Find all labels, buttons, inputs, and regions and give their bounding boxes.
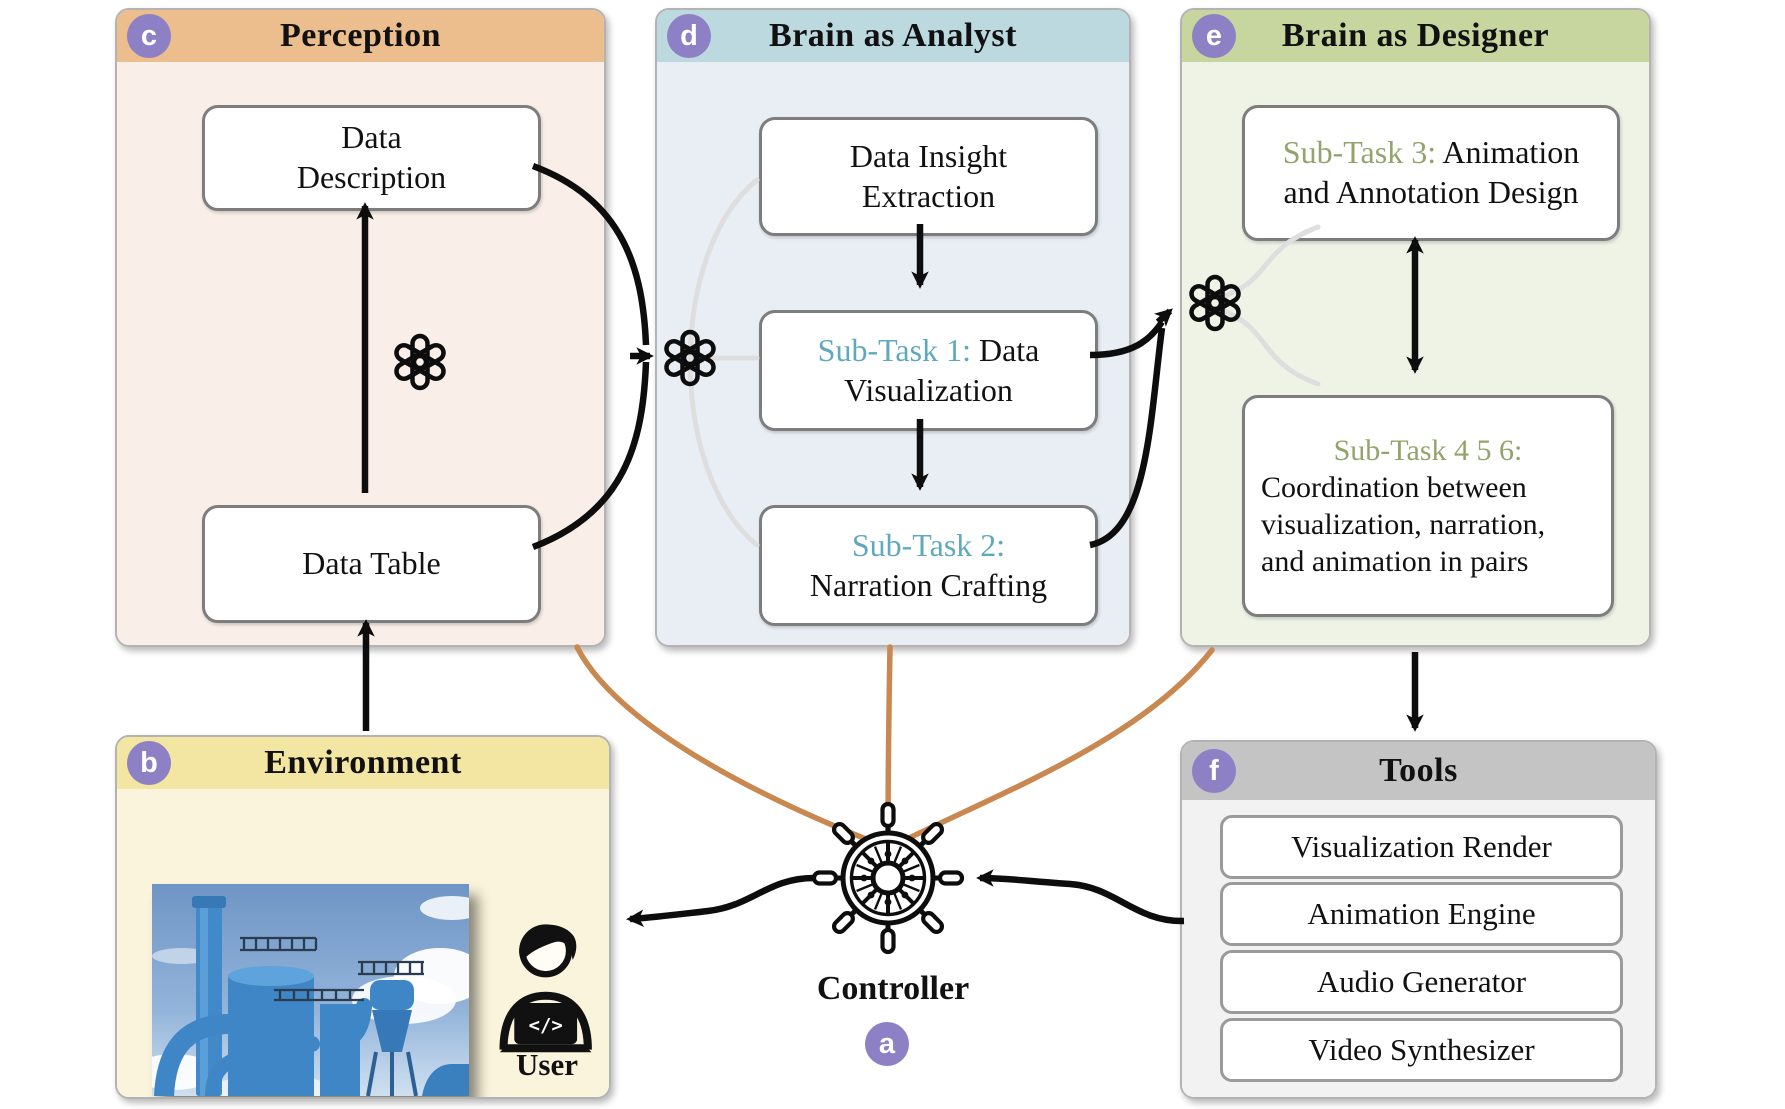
tools-header: f Tools <box>1182 742 1655 800</box>
flow-analyst-to-controller <box>885 644 893 850</box>
panel-tools: f Tools Visualization Render Animation E… <box>1180 740 1657 1099</box>
user-label: User <box>516 1047 578 1082</box>
ship-wheel-icon <box>814 804 962 952</box>
subtask2-line2: Narration Crafting <box>809 566 1048 603</box>
laptop-screen <box>514 1002 578 1045</box>
perception-body: Data Description Data Table <box>117 62 604 645</box>
laptop-base <box>499 1044 592 1053</box>
flow-designer-to-controller <box>892 647 1215 848</box>
subtask456-prefix: Sub-Task 4 5 6: <box>1333 433 1523 467</box>
perception-title: Perception <box>279 17 442 54</box>
scaffolding <box>240 936 424 1002</box>
subtask456-line3: visualization, narration, <box>1261 508 1546 541</box>
panel-brain-as-analyst: d Brain as Analyst Data Insight Extracti… <box>655 8 1131 647</box>
tool-video-synthesizer: Video Synthesizer <box>1220 1018 1623 1082</box>
insight-line2: Extraction <box>861 177 996 214</box>
shoulders <box>499 991 592 1050</box>
subtask2-prefix: Sub-Task 2: <box>851 526 1006 563</box>
subtask3-prefix: Sub-Task 3: <box>1282 134 1437 171</box>
data-table-box: Data Table <box>202 505 541 623</box>
subtask1-line1: Sub-Task 1: Data <box>818 331 1040 371</box>
subtask456-line4: and animation in pairs <box>1261 545 1529 579</box>
arrowhead-into-designer-llm <box>1154 308 1173 327</box>
environment-body: </> User <box>117 789 609 1097</box>
tools-title: Tools <box>1379 752 1458 789</box>
tools-body: Visualization Render Animation Engine Au… <box>1182 800 1655 1097</box>
environment-title: Environment <box>264 744 462 781</box>
controller-label: Controller <box>816 970 970 1007</box>
industrial-plant-photo <box>152 884 469 1096</box>
arrow-tools-to-controller <box>976 869 1185 925</box>
subtask1-prefix: Sub-Task 1: <box>817 331 971 368</box>
designer-title: Brain as Designer <box>1281 17 1550 54</box>
tool-visualization-render: Visualization Render <box>1220 815 1623 879</box>
data-insight-extraction-box: Data Insight Extraction <box>759 117 1098 236</box>
insight-line1: Data Insight <box>849 137 1008 174</box>
analyst-title: Brain as Analyst <box>769 17 1017 54</box>
arrow-controller-to-user <box>626 874 815 928</box>
analyst-body: Data Insight Extraction Sub-Task 1: Data… <box>657 62 1129 645</box>
data-description-box: Data Description <box>202 105 541 211</box>
tool-animation-engine: Animation Engine <box>1220 882 1623 946</box>
subtask456-coordination-box: Sub-Task 4 5 6: Coordination between vis… <box>1242 395 1614 617</box>
code-glyph: </> <box>529 1016 563 1037</box>
analyst-header: d Brain as Analyst <box>657 10 1129 62</box>
panel-environment: b Environment <box>115 735 611 1099</box>
data-description-line1: Data <box>341 119 402 156</box>
subtask3-animation-annotation-box: Sub-Task 3: Animation and Annotation Des… <box>1242 105 1620 241</box>
analyst-badge: d <box>667 14 711 58</box>
hair <box>519 924 577 960</box>
subtask2-narration-crafting-box: Sub-Task 2: Narration Crafting <box>759 505 1098 626</box>
tools-badge: f <box>1192 749 1236 793</box>
designer-body: Sub-Task 3: Animation and Annotation Des… <box>1182 62 1649 645</box>
subtask3-line1: Sub-Task 3: Animation <box>1283 133 1579 173</box>
perception-header: c Perception <box>117 10 604 62</box>
subtask456-line2: Coordination between <box>1261 470 1527 504</box>
perception-badge: c <box>127 14 171 58</box>
panel-brain-as-designer: e Brain as Designer Sub-Task 3: Animatio… <box>1180 8 1651 647</box>
person-laptop-icon: </> <box>499 924 592 1053</box>
panel-perception: c Perception Data Description Data Table <box>115 8 606 647</box>
controller-badge: a <box>865 1022 909 1066</box>
subtask1-line2: Visualization <box>844 371 1013 408</box>
designer-badge: e <box>1192 14 1236 58</box>
data-description-line2: Description <box>296 159 447 195</box>
environment-header: b Environment <box>117 737 609 789</box>
data-table-label: Data Table <box>302 545 441 582</box>
designer-header: e Brain as Designer <box>1182 10 1649 62</box>
subtask3-line2: and Annotation Design <box>1283 174 1579 210</box>
plant-structures <box>154 896 469 1096</box>
subtask3-suffix: Animation <box>1436 134 1580 171</box>
controller-flow-curves <box>574 644 1215 850</box>
subtask1-suffix: Data <box>970 331 1040 368</box>
tool-audio-generator: Audio Generator <box>1220 950 1623 1014</box>
flow-perception-to-controller <box>574 644 884 848</box>
environment-badge: b <box>127 741 171 785</box>
subtask1-data-visualization-box: Sub-Task 1: Data Visualization <box>759 310 1098 431</box>
